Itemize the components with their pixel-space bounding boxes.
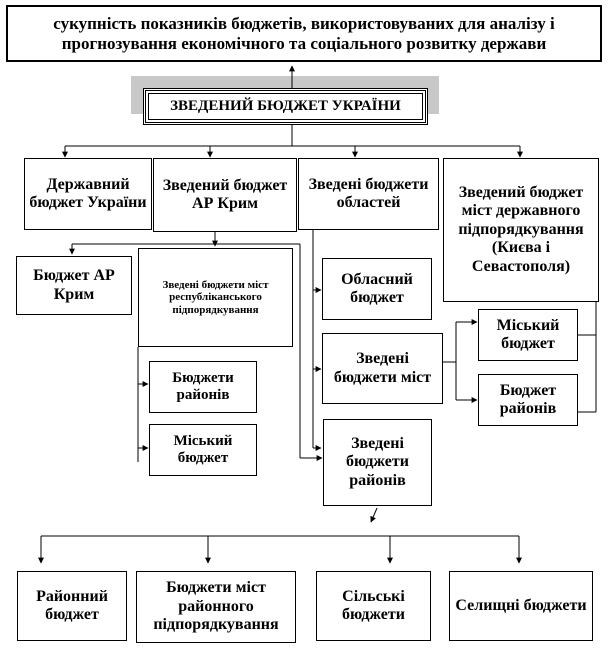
regions-consolidated-label: Зведені бюджети областей: [308, 175, 429, 211]
crimea-consolidated-box: Зведений бюджет АР Крим: [153, 158, 297, 232]
city-budget-crimea-label: Міський бюджет: [173, 432, 233, 466]
district-budgets-crimea-box: Бюджети районів: [149, 361, 257, 413]
definition-box: сукупність показників бюджетів, використ…: [6, 5, 602, 62]
crimea-budget-label: Бюджет АР Крим: [33, 267, 115, 303]
consolidated-districts-label: Зведені бюджети районів: [346, 434, 409, 489]
village-budgets-label: Сільські бюджети: [342, 587, 405, 623]
city-budget-crimea-box: Міський бюджет: [149, 424, 257, 476]
oblast-budget-label: Обласний бюджет: [341, 270, 413, 306]
definition-text: сукупність показників бюджетів, використ…: [53, 13, 555, 53]
district-cities-label: Бюджети міст районного підпорядкування: [153, 579, 279, 634]
cities-special-box: Зведений бюджет міст державного підпоряд…: [443, 158, 599, 302]
settlement-budgets-label: Селищні бюджети: [455, 596, 587, 614]
city-budget-special-label: Міський бюджет: [496, 316, 560, 352]
district-cities-box: Бюджети міст районного підпорядкування: [136, 571, 296, 643]
district-budgets-crimea-label: Бюджети районів: [172, 369, 234, 403]
consolidated-districts-box: Зведені бюджети районів: [323, 419, 432, 506]
main-title-box: ЗВЕДЕНИЙ БЮДЖЕТ УКРАЇНИ: [143, 88, 428, 125]
main-title: ЗВЕДЕНИЙ БЮДЖЕТ УКРАЇНИ: [170, 97, 401, 114]
settlement-budgets-box: Селищні бюджети: [449, 571, 593, 641]
state-budget-box: Державний бюджет України: [24, 158, 152, 230]
district-budget-special-box: Бюджет районів: [478, 374, 578, 426]
regions-consolidated-box: Зведені бюджети областей: [298, 158, 439, 230]
republican-cities-label: Зведені бюджети міст республіканського п…: [162, 278, 269, 316]
republican-cities-box: Зведені бюджети міст республіканського п…: [138, 248, 293, 347]
oblast-budget-box: Обласний бюджет: [322, 258, 432, 320]
crimea-consolidated-label: Зведений бюджет АР Крим: [162, 176, 288, 212]
village-budgets-box: Сільські бюджети: [316, 571, 431, 641]
city-budget-special-box: Міський бюджет: [478, 309, 578, 361]
district-budget-label: Районний бюджет: [36, 587, 108, 623]
consolidated-cities-label: Зведені бюджети міст: [333, 350, 432, 386]
crimea-budget-box: Бюджет АР Крим: [16, 256, 132, 315]
district-budget-special-label: Бюджет районів: [499, 381, 557, 417]
district-budget-box: Районний бюджет: [17, 571, 127, 641]
consolidated-cities-box: Зведені бюджети міст: [322, 333, 443, 404]
state-budget-label: Державний бюджет України: [29, 175, 147, 211]
cities-special-label: Зведений бюджет міст державного підпоряд…: [458, 184, 584, 275]
